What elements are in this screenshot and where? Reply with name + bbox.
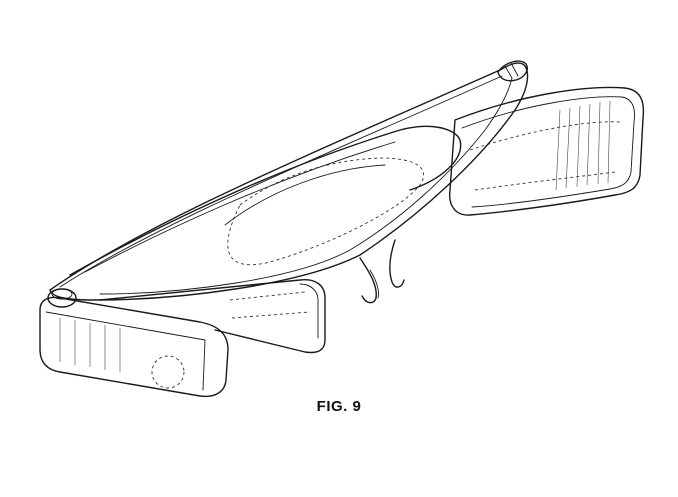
frame-band — [49, 60, 529, 301]
battery-housing — [448, 86, 645, 216]
hinge-knob — [47, 288, 77, 308]
camera-lens-icon — [151, 355, 185, 389]
figure-caption: FIG. 9 — [316, 398, 362, 415]
display-module — [39, 278, 326, 398]
inner-rim — [69, 125, 462, 304]
